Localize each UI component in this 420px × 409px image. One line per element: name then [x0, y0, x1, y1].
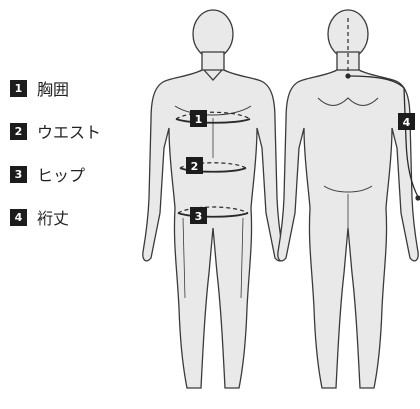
marker-hip: 3 [190, 207, 207, 224]
marker-hip-text: 3 [195, 210, 203, 223]
marker-chest-text: 1 [195, 113, 203, 126]
legend-label: ウエスト [37, 123, 102, 142]
legend-label: 裄丈 [37, 209, 70, 228]
hip-line-back [177, 206, 249, 214]
legend-item-chest: 1 胸囲 [10, 78, 101, 99]
chest-line-back [175, 111, 251, 120]
legend-label: 胸囲 [37, 80, 70, 99]
hip-line-front [177, 212, 249, 218]
legend-item-waist: 2 ウエスト [10, 121, 102, 142]
yuki-start-dot [345, 73, 351, 79]
legend-number-badge: 1 [10, 79, 27, 97]
legend-label: ヒップ [37, 166, 86, 185]
marker-waist-text: 2 [191, 160, 199, 173]
legend-number-badge: 4 [10, 208, 27, 226]
yuki-end-dot [415, 195, 420, 201]
legend-number-badge: 3 [10, 165, 27, 183]
marker-chest: 1 [190, 110, 207, 127]
marker-yuki-text: 4 [403, 116, 411, 129]
front-figure [142, 9, 284, 389]
measurement-legend: 1 胸囲 2 ウエスト 3 ヒップ 4 裄丈 [10, 78, 101, 250]
waist-line-front [179, 167, 247, 173]
chest-line-front [175, 118, 251, 124]
legend-item-yuki: 4 裄丈 [10, 207, 101, 228]
legend-number-badge: 2 [10, 122, 27, 140]
marker-yuki: 4 [398, 113, 415, 130]
legend-item-hip: 3 ヒップ [10, 164, 101, 185]
marker-waist: 2 [186, 157, 203, 174]
back-figure [277, 9, 419, 389]
